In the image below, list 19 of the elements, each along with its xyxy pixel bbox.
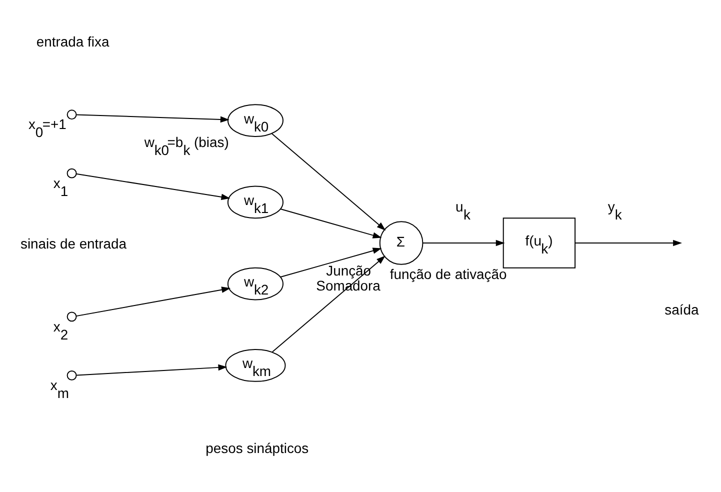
label: entrada fixa [36,34,110,50]
arrow [422,240,505,246]
arrow [574,240,682,246]
label: sinais de entrada [20,236,127,252]
node-circle: Σ [379,221,424,265]
node-circle [66,312,77,322]
node-circle [66,110,77,120]
arrow [280,208,382,238]
label: saída [664,301,699,318]
arrow [272,256,386,352]
node-circle [66,168,77,178]
arrow [76,364,228,376]
arrow [76,114,230,123]
node-circle [66,370,77,380]
label: pesos sinápticos [206,440,309,456]
arrow [76,173,230,200]
arrow [271,133,386,231]
node-label: função de ativação [390,266,507,282]
arrow [76,286,231,317]
